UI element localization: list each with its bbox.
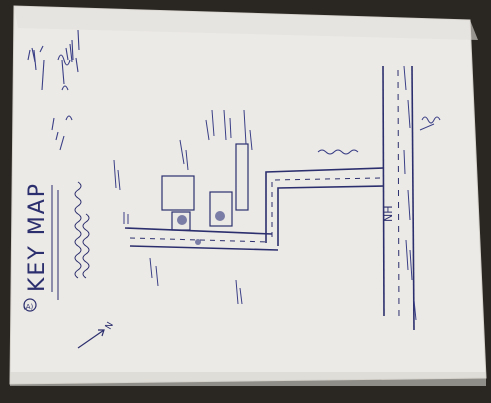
left-notes [27,29,80,151]
highway-notes [403,65,441,321]
circled-mark-label: (A) [23,303,34,311]
north-label: N [104,321,116,332]
north-arrow-icon [77,329,105,349]
map-title: KEY MAP [25,182,50,292]
title-block: KEY MAP [25,182,50,292]
circled-mark [23,298,37,312]
building-plot-icon [161,143,249,231]
access-road [265,167,384,246]
highway-label: NH [382,206,395,223]
plot-annotations [113,109,359,305]
national-highway [382,65,415,331]
tree-icon [177,211,225,245]
